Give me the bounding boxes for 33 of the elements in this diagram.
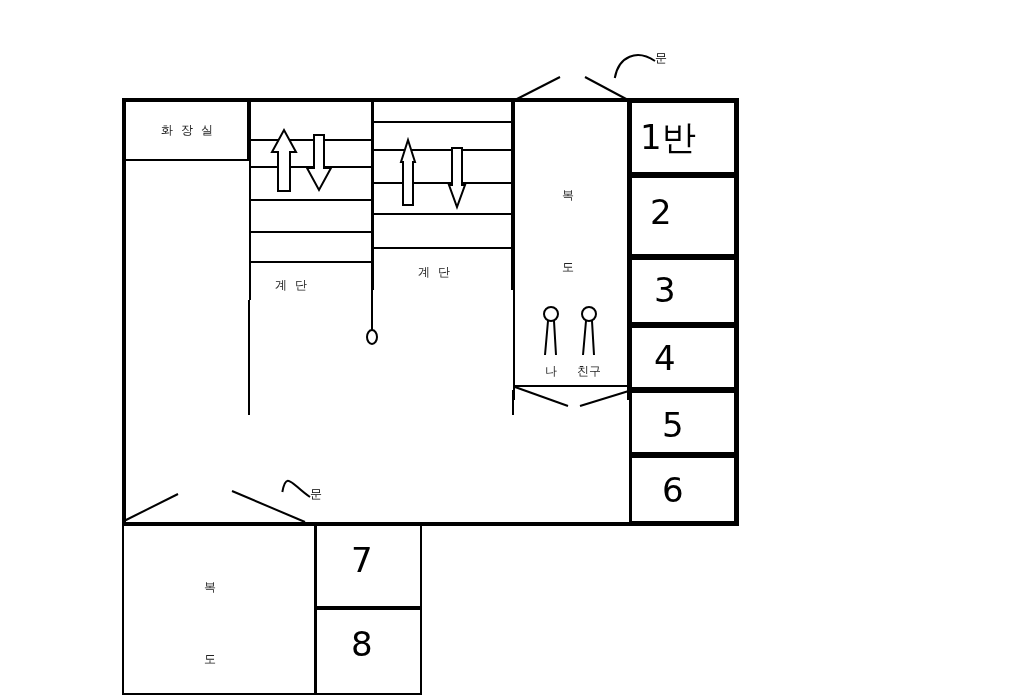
corridor: [513, 100, 630, 400]
door-label: 문: [310, 486, 330, 504]
room: [629, 100, 737, 175]
person-label: 나: [545, 363, 557, 380]
stairs: [249, 100, 373, 300]
corridor: [122, 524, 316, 695]
room-label: 화장실: [161, 122, 221, 139]
room: [315, 608, 422, 695]
leader-line: [281, 479, 311, 498]
room-number: 2: [650, 192, 672, 232]
room-number: 8: [351, 624, 373, 664]
room: [629, 455, 737, 524]
room: [315, 524, 422, 608]
room-label: 계단: [275, 277, 315, 294]
room-number: 7: [351, 540, 373, 580]
room: [629, 325, 737, 390]
person-label: 친구: [577, 363, 601, 380]
room: [629, 175, 737, 257]
room: [629, 257, 737, 325]
leader-line: [613, 54, 656, 79]
room-number: 6: [662, 470, 684, 510]
room-number: 5: [662, 405, 684, 445]
room-label: 복도: [203, 579, 217, 668]
door-opening: [124, 488, 306, 524]
stairs: [372, 100, 513, 290]
room-number: 1반: [640, 116, 696, 159]
room-number: 4: [654, 338, 676, 378]
room: [629, 390, 737, 455]
room: [124, 100, 249, 161]
room-number: 3: [654, 270, 676, 310]
door-label: 문: [655, 50, 675, 68]
room-label: 복도: [561, 187, 575, 276]
room-label: 계단: [418, 264, 458, 281]
